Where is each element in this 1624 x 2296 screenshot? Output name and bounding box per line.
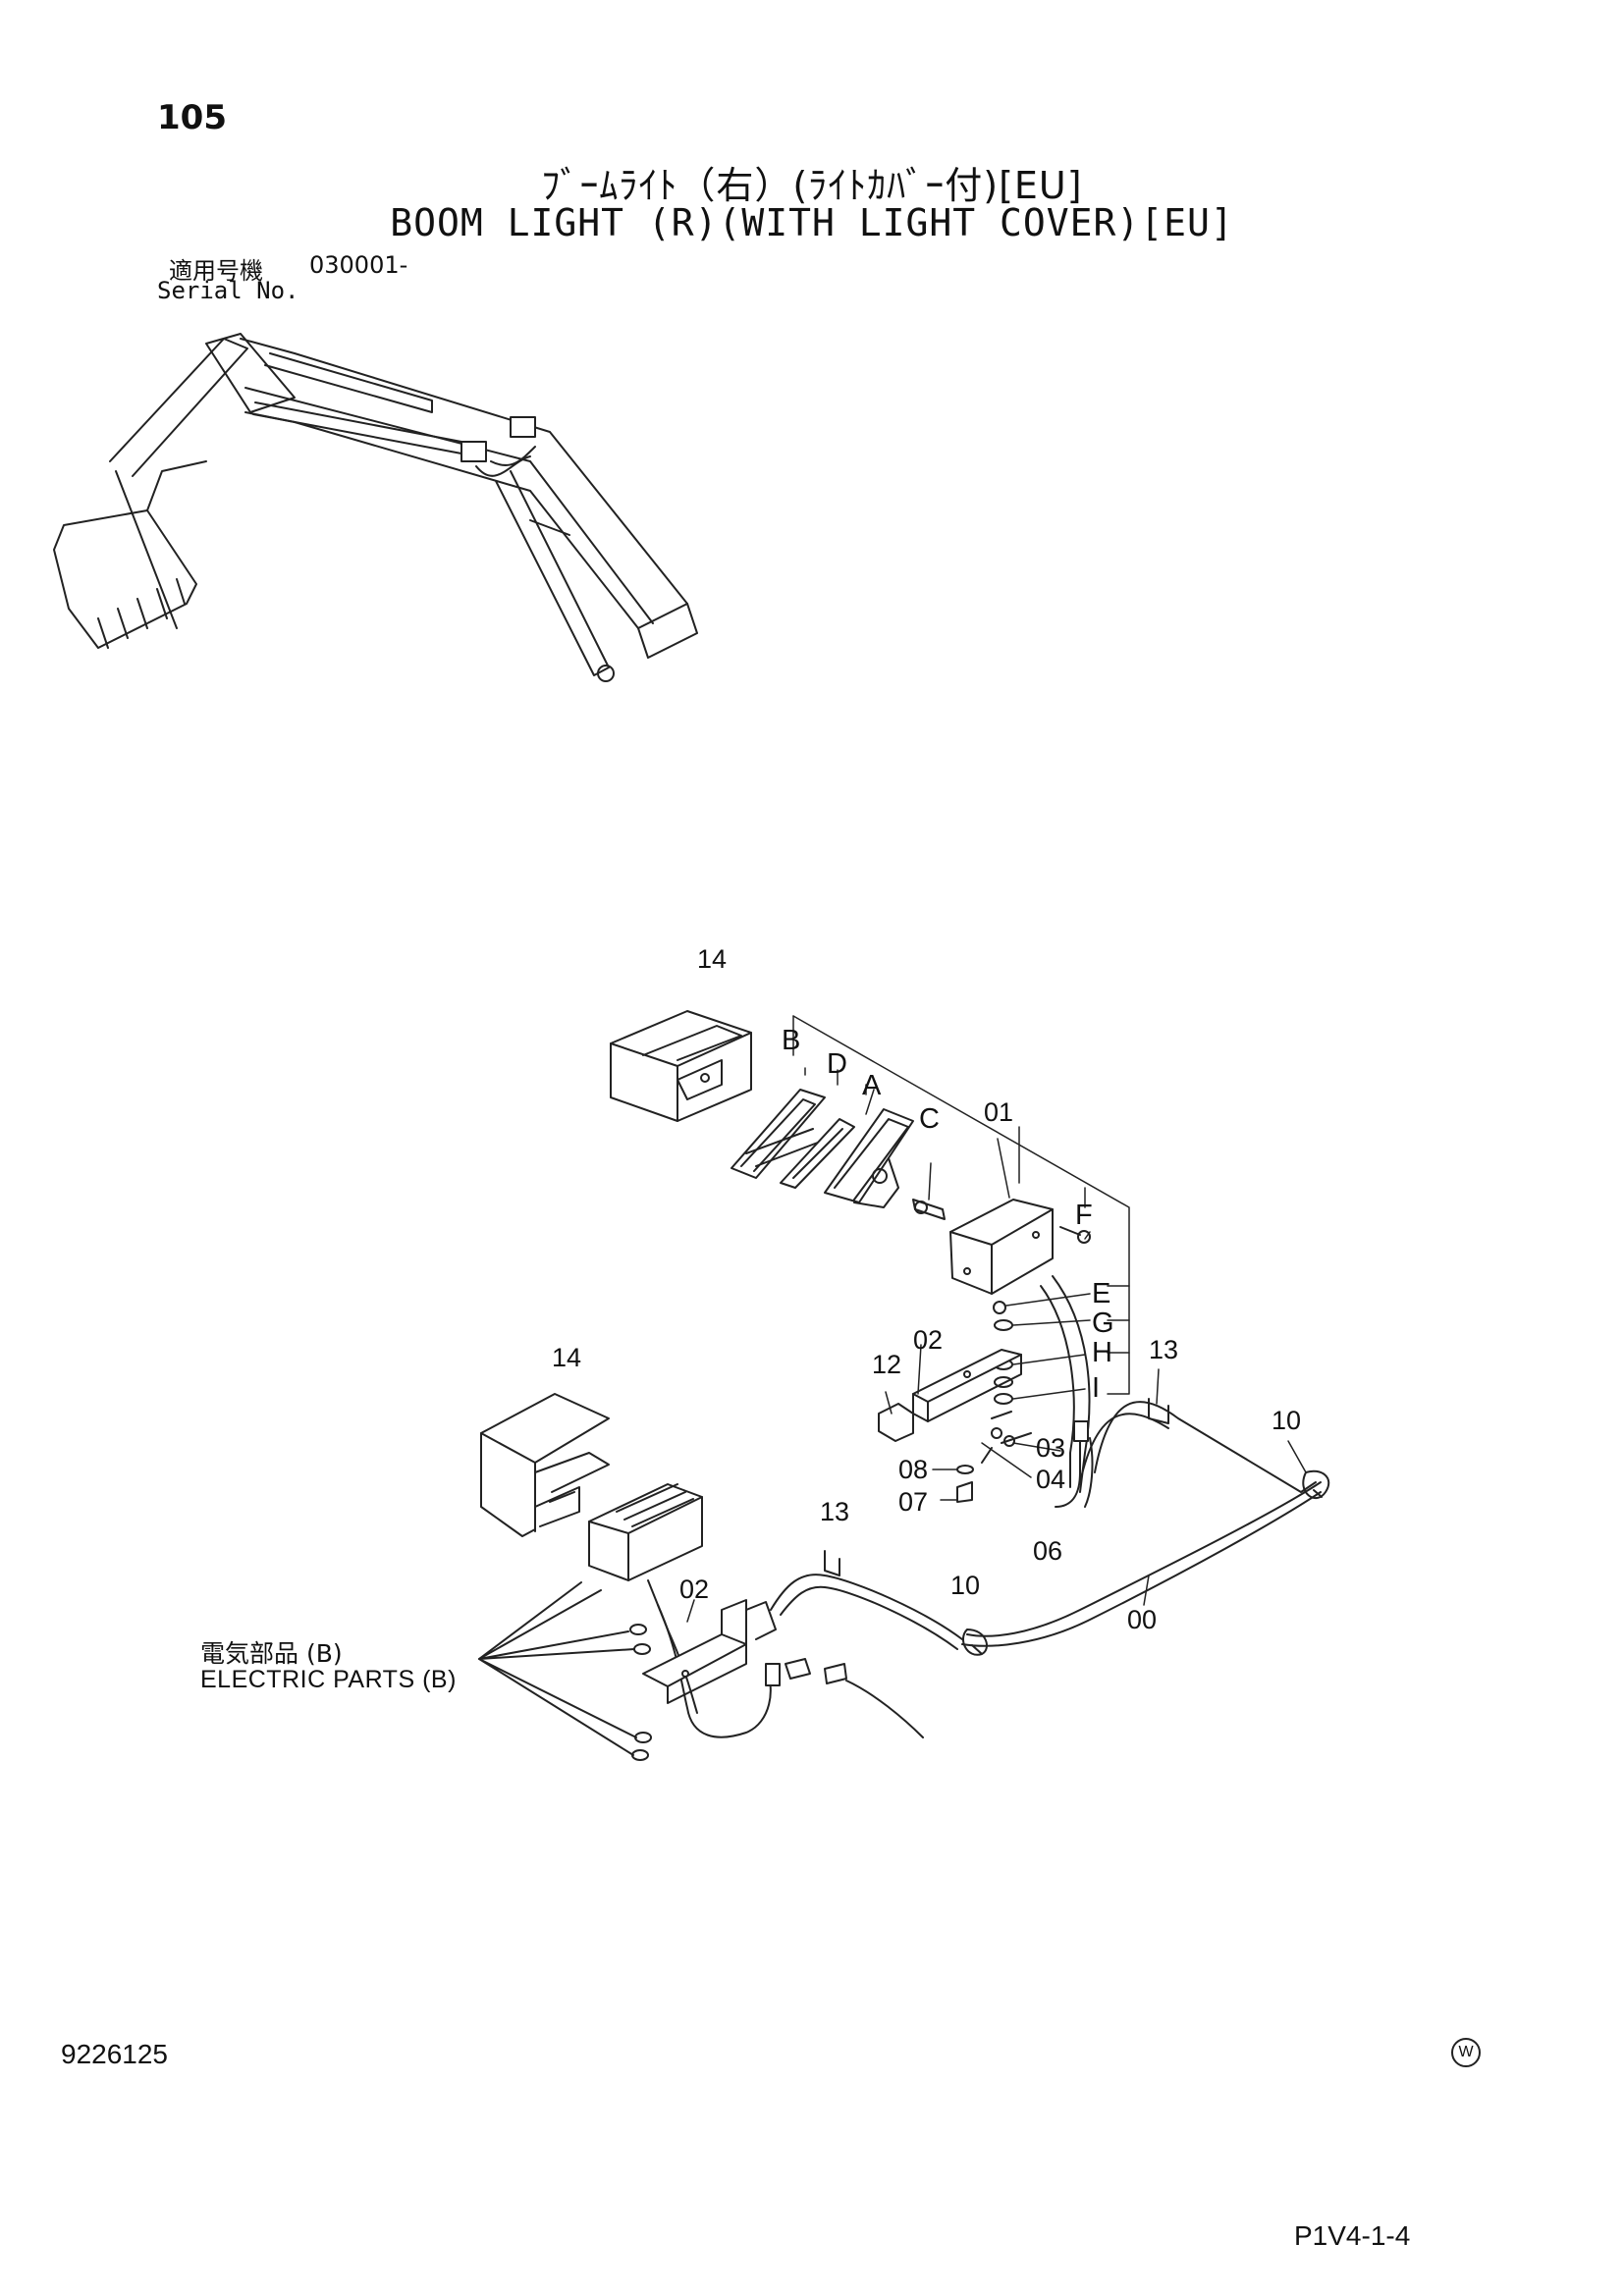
letter-a: A <box>862 1070 882 1101</box>
callout-02-lower: 02 <box>679 1575 710 1604</box>
callout-10-right: 10 <box>1272 1406 1302 1435</box>
letter-e: E <box>1092 1278 1111 1309</box>
page-code: P1V4-1-4 <box>1294 2220 1411 2251</box>
letter-c: C <box>919 1103 940 1135</box>
callout-01: 01 <box>984 1097 1014 1127</box>
callout-00: 00 <box>1127 1605 1158 1634</box>
callout-08: 08 <box>898 1455 929 1484</box>
letter-h: H <box>1092 1337 1112 1368</box>
callout-14-lower: 14 <box>552 1343 582 1372</box>
callout-14-upper: 14 <box>697 944 728 974</box>
mounting-bracket-lower-drawing <box>643 1600 923 1737</box>
serial-value: 030001- <box>309 251 408 279</box>
serial-label-english: Serial No. <box>157 277 299 304</box>
letter-g: G <box>1092 1308 1114 1339</box>
light-cover-lower-drawing <box>481 1394 609 1536</box>
w-mark: W <box>1451 2038 1481 2067</box>
letter-f: F <box>1075 1200 1093 1231</box>
electric-parts-label-japanese: 電気部品 (B) <box>200 1639 343 1668</box>
light-housing-lower-drawing <box>589 1484 771 1737</box>
electric-parts-label-english: ELECTRIC PARTS (B) <box>200 1666 457 1693</box>
callout-07: 07 <box>898 1487 929 1517</box>
callout-06: 06 <box>1033 1536 1063 1566</box>
callout-leader-lines <box>687 1090 1306 1622</box>
electric-parts-drawing <box>479 1582 651 1760</box>
callout-13-left: 13 <box>820 1497 850 1526</box>
callout-10-left: 10 <box>950 1571 981 1600</box>
letter-b: B <box>782 1025 801 1056</box>
serial-label-japanese: 適用号機 <box>169 257 263 285</box>
catalog-number: 9226125 <box>61 2039 169 2069</box>
title-english: BOOM LIGHT (R)(WITH LIGHT COVER)[EU] <box>390 201 1234 244</box>
excavator-overview-drawing <box>54 334 697 681</box>
light-cover-upper-drawing <box>611 1011 751 1121</box>
callout-02-upper: 02 <box>913 1325 944 1355</box>
bolts-and-washers-drawing <box>957 1433 1031 1502</box>
callout-04: 04 <box>1036 1465 1066 1494</box>
callout-12: 12 <box>872 1350 902 1379</box>
letter-d: D <box>827 1048 847 1080</box>
title-japanese: ﾌﾞｰﾑﾗｲﾄ（右）(ﾗｲﾄｶﾊﾞｰ付)[EU] <box>541 164 1083 207</box>
callout-03: 03 <box>1036 1433 1066 1463</box>
callout-13-right: 13 <box>1149 1335 1179 1364</box>
light-housing-drawing <box>950 1200 1090 1294</box>
lens-assembly-drawing <box>731 1090 913 1207</box>
page-number: 105 <box>157 98 227 137</box>
wire-harness-drawing <box>771 1399 1328 1655</box>
mounting-bracket-upper-drawing <box>879 1350 1021 1441</box>
parts-bracket-lines <box>793 1016 1129 1394</box>
letter-i: I <box>1092 1372 1101 1404</box>
bolt-c-drawing <box>913 1200 945 1219</box>
